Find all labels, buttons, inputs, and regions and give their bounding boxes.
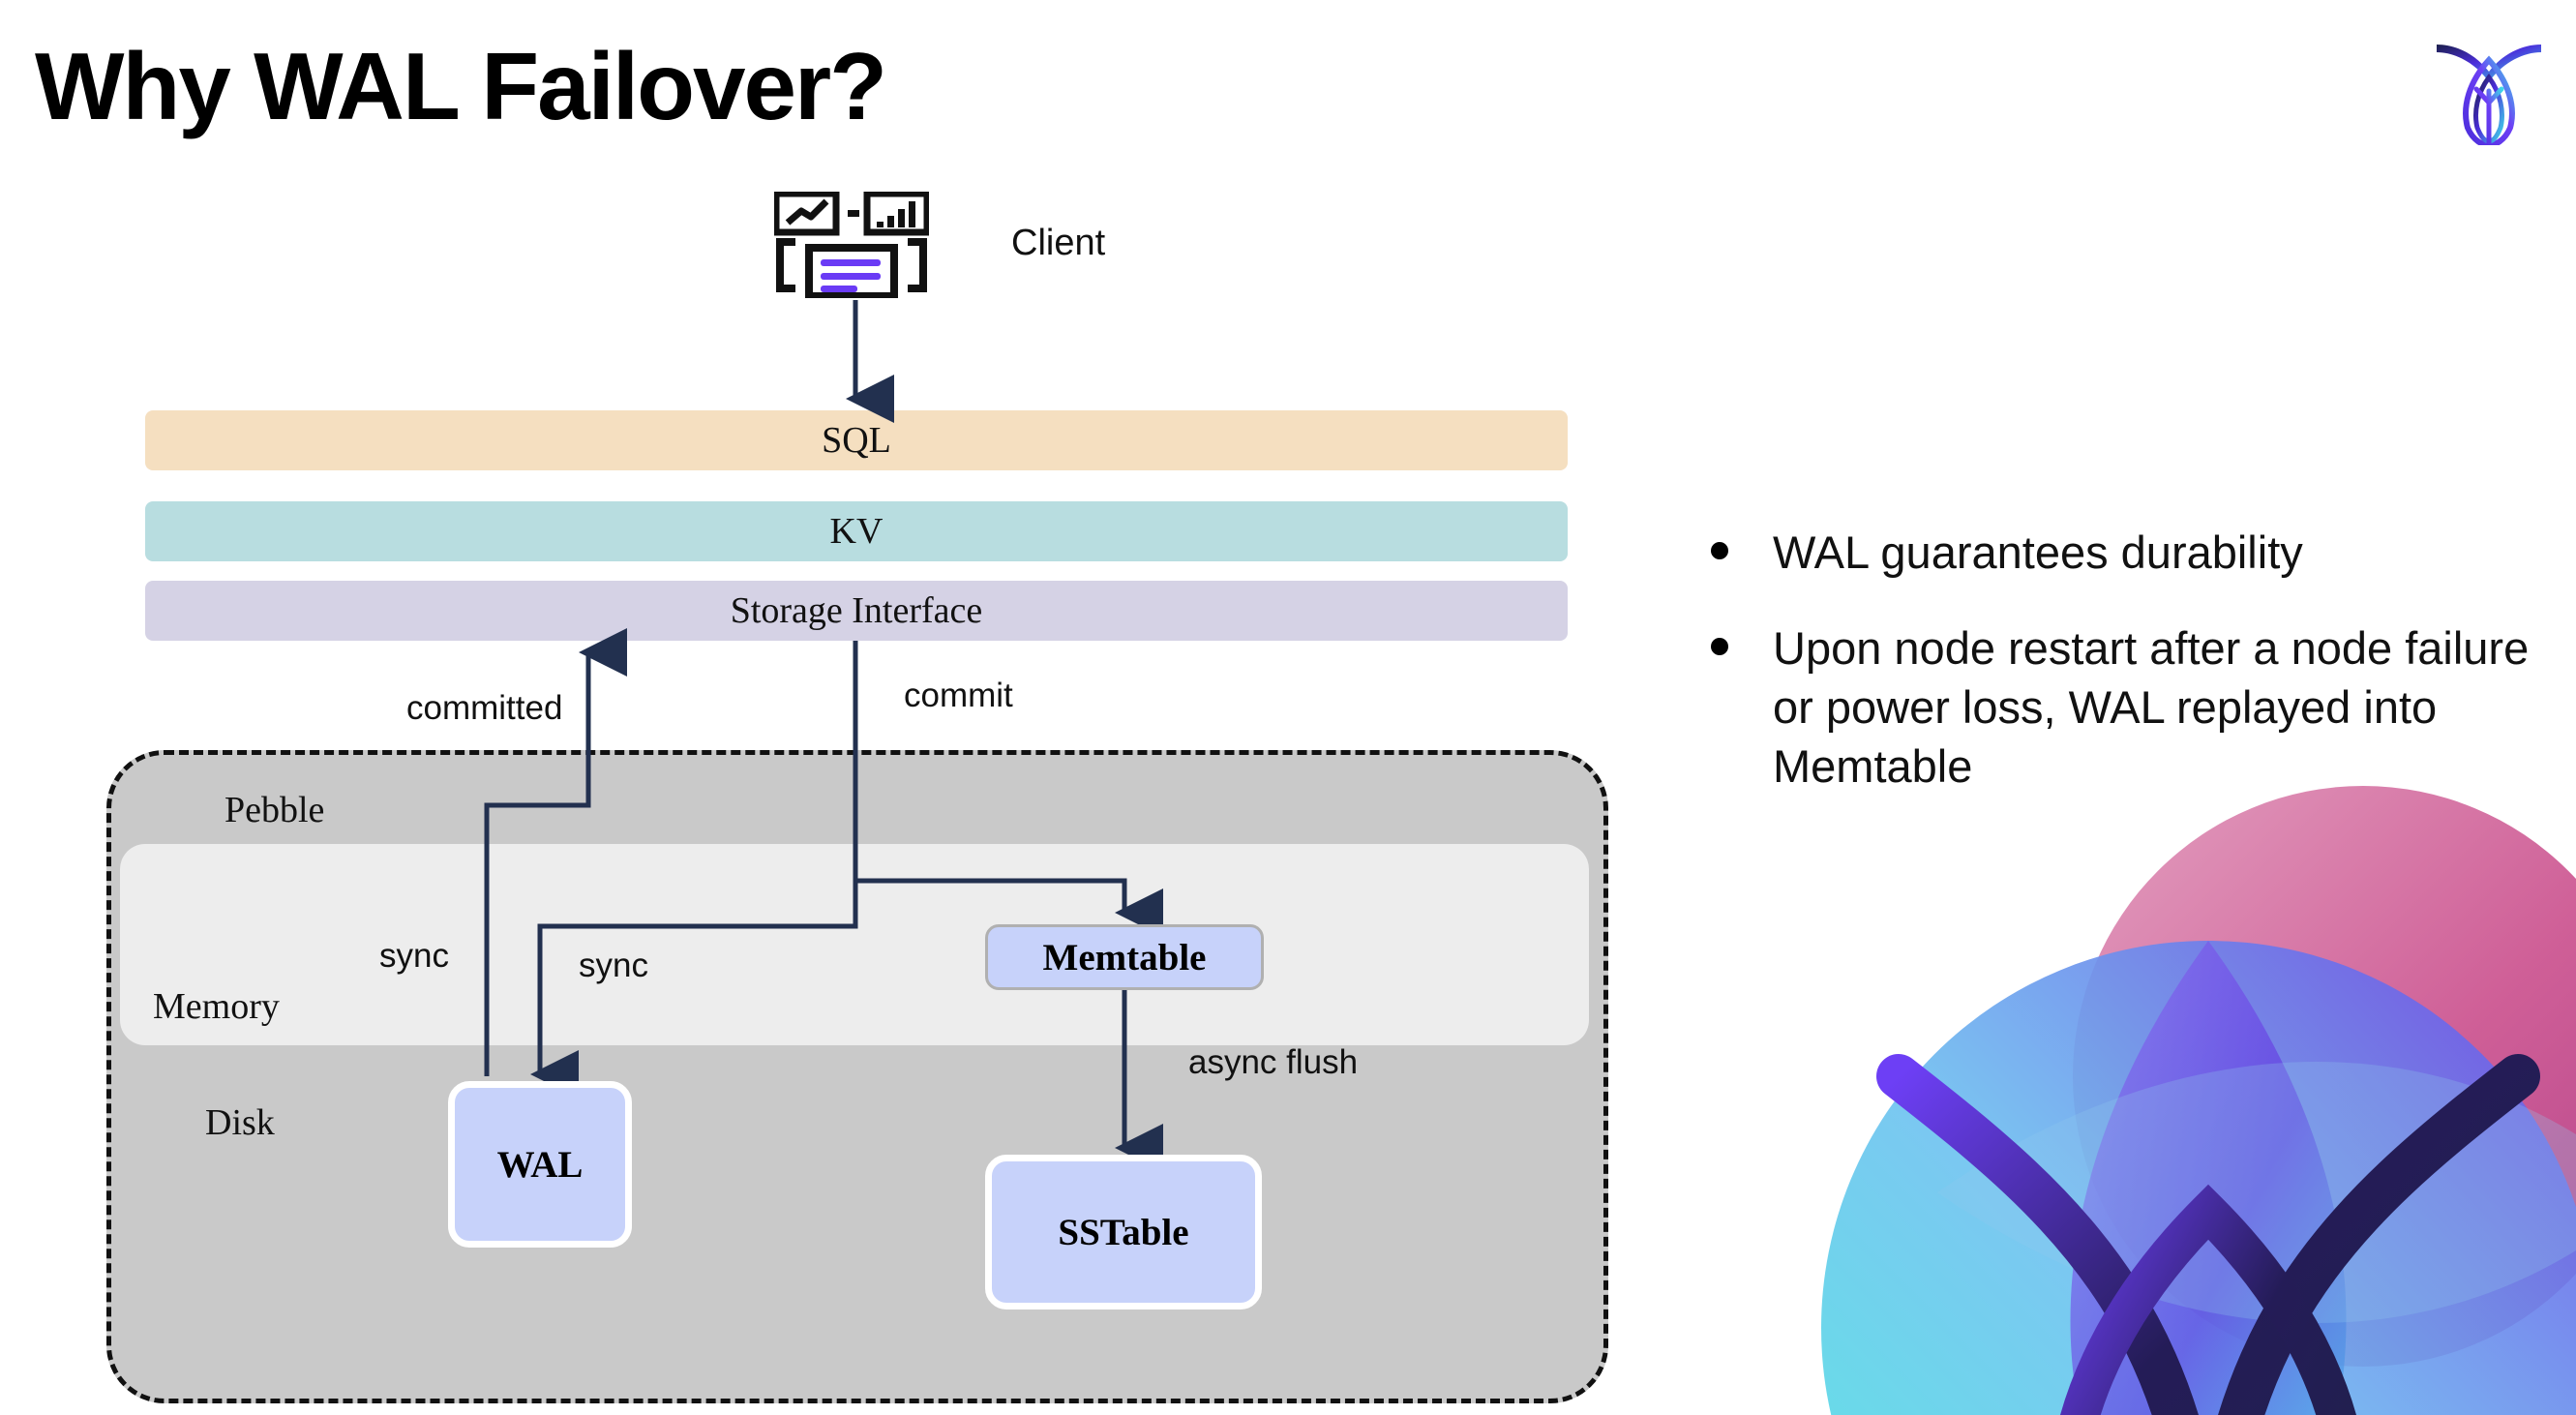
edge-label-sync-down: sync — [579, 947, 648, 984]
layer-bar-sql[interactable]: SQL — [145, 410, 1568, 470]
node-memtable[interactable]: Memtable — [985, 924, 1264, 990]
node-wal[interactable]: WAL — [448, 1081, 632, 1248]
node-sstable[interactable]: SSTable — [985, 1155, 1262, 1310]
list-item: Upon node restart after a node failure o… — [1711, 618, 2543, 796]
layer-bar-storage[interactable]: Storage Interface — [145, 581, 1568, 641]
cockroachdb-logo-icon — [2437, 45, 2541, 145]
memory-region — [120, 844, 1589, 1045]
bullet-list: WAL guarantees durability Upon node rest… — [1711, 523, 2543, 832]
bullet-text: WAL guarantees durability — [1773, 527, 2303, 578]
bullet-dot-icon — [1711, 638, 1728, 656]
edge-label-commit: commit — [904, 677, 1013, 714]
pebble-label: Pebble — [225, 790, 325, 830]
layer-bar-kv[interactable]: KV — [145, 501, 1568, 561]
page-title: Why WAL Failover? — [35, 33, 887, 139]
client-monitor-icon — [774, 192, 929, 298]
memory-label: Memory — [153, 986, 280, 1027]
edge-label-committed: committed — [406, 689, 563, 727]
disk-label: Disk — [205, 1102, 275, 1143]
edge-label-sync-up: sync — [379, 937, 449, 975]
bullet-dot-icon — [1711, 542, 1728, 559]
cockroachdb-watermark-graphic — [1821, 786, 2576, 1415]
edge-label-async-flush: async flush — [1188, 1043, 1359, 1081]
list-item: WAL guarantees durability — [1711, 523, 2543, 582]
client-label: Client — [1011, 223, 1106, 263]
bullet-text: Upon node restart after a node failure o… — [1773, 622, 2530, 793]
